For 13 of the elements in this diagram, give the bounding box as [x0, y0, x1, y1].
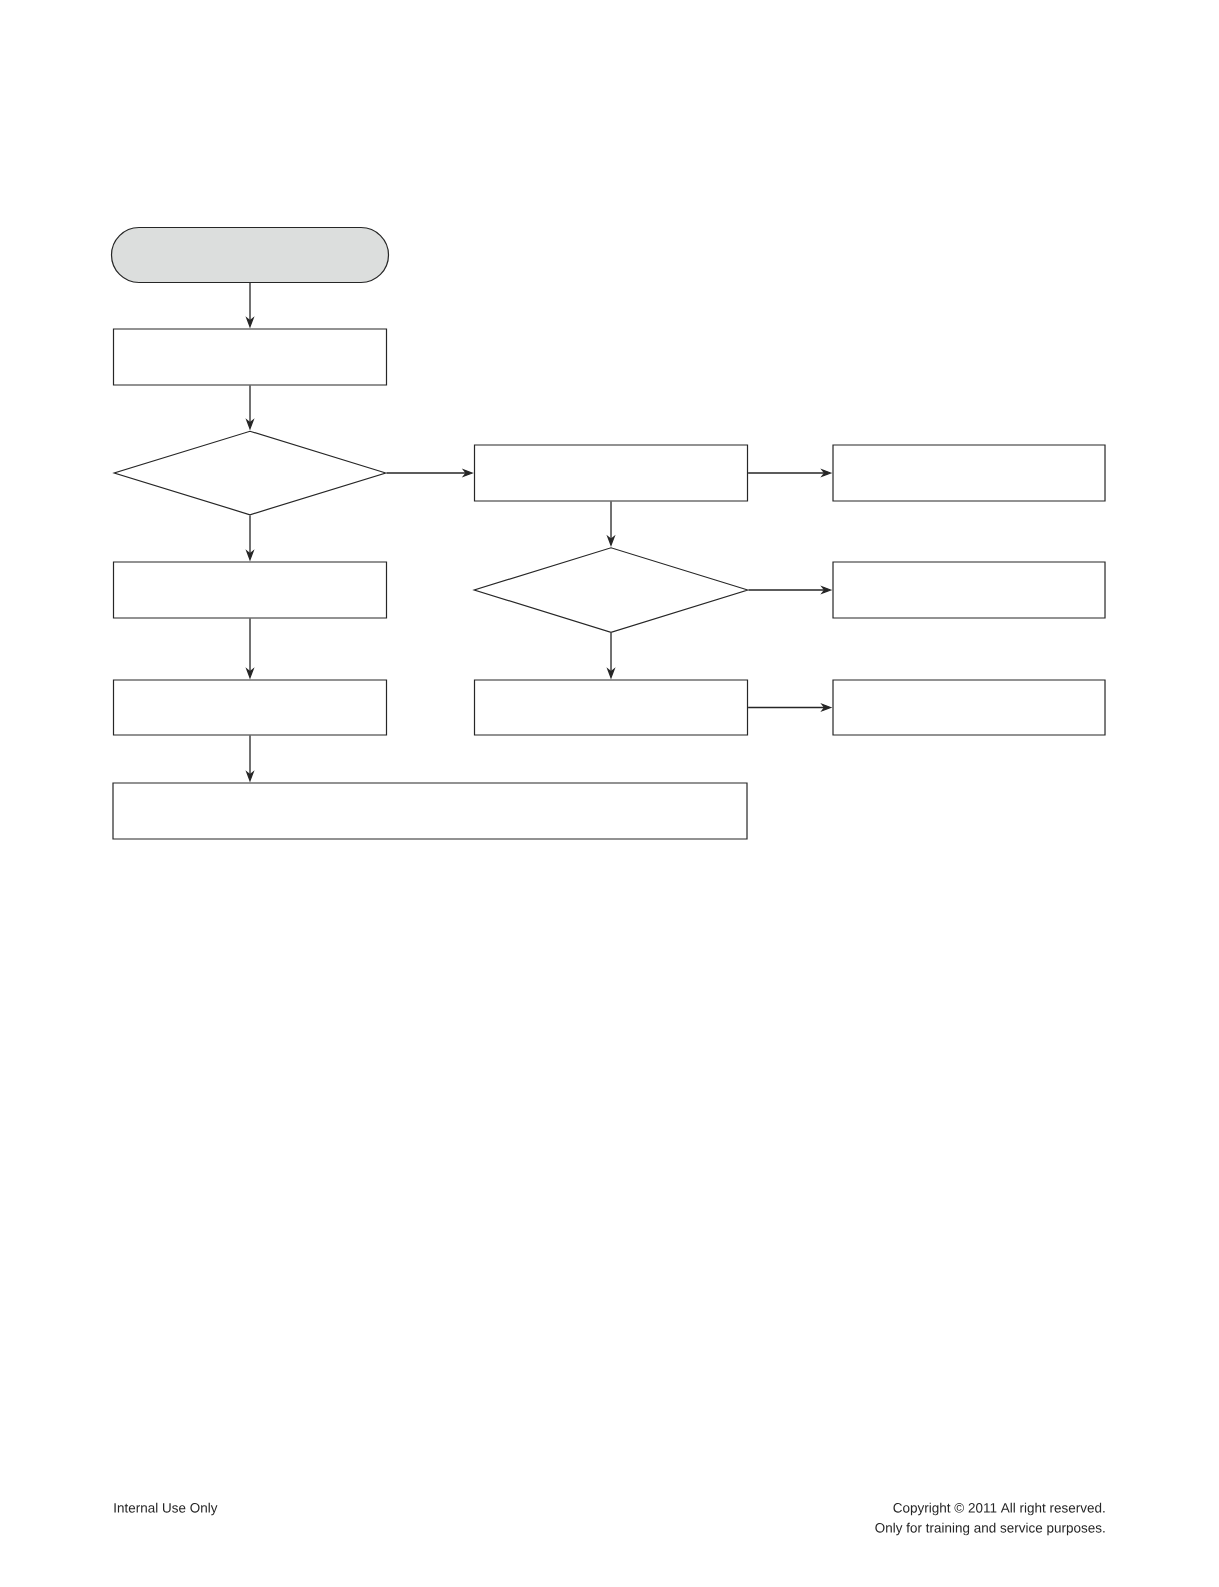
process-box: [832, 679, 1106, 736]
process-box: [112, 561, 388, 619]
footer-text: Internal Use Only: [114, 1502, 218, 1516]
rounded-box: [110, 226, 390, 284]
process-box: [832, 561, 1106, 619]
process-box: [473, 444, 749, 502]
process-box: [112, 679, 388, 736]
footer-text: Copyright © 2011 All right reserved.: [893, 1502, 1105, 1516]
process-box: [112, 782, 748, 840]
process-box: [112, 328, 388, 386]
process-box: [473, 679, 749, 736]
footer-text: Only for training and service purposes.: [875, 1522, 1105, 1536]
process-box: [832, 444, 1106, 502]
